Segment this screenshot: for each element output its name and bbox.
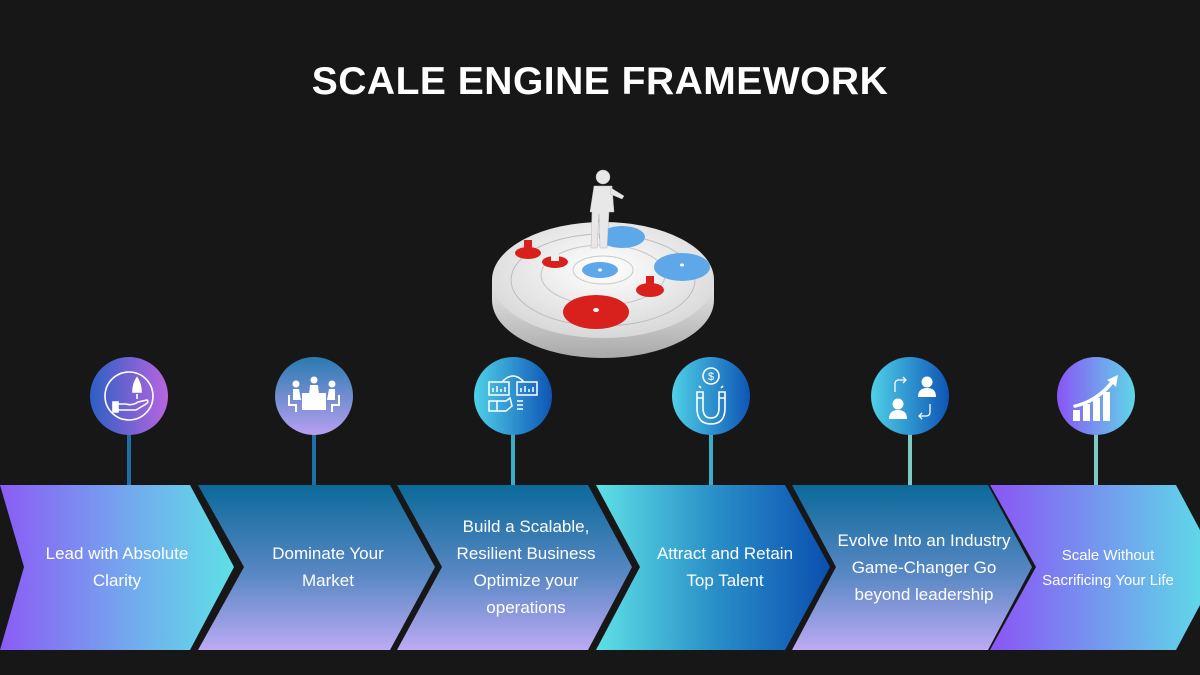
step-2-badge (275, 357, 353, 435)
step-2-label: Dominate Your Market (272, 544, 384, 590)
chevron-step-6 (990, 485, 1200, 650)
connector-1 (127, 432, 131, 485)
step-5-label: Evolve Into an Industry Game-Changer Go … (837, 531, 1011, 604)
connector-3 (511, 432, 515, 485)
chevron-step-2 (198, 485, 435, 650)
connector-4 (709, 432, 713, 485)
hand-rocket-icon (104, 371, 154, 421)
user-exchange-icon (889, 376, 936, 420)
page-title: SCALE ENGINE FRAMEWORK (311, 60, 889, 103)
step-1-badge (90, 357, 168, 435)
chevron-step-3 (397, 485, 632, 650)
growth-chart-icon (1073, 375, 1118, 421)
analytics-presentation-icon (488, 375, 538, 412)
step-5-badge (871, 357, 949, 435)
step-3-badge (474, 357, 552, 435)
chevron-step-1 (0, 485, 234, 650)
svg-text:$: $ (708, 371, 714, 383)
connector-5 (908, 432, 912, 485)
step-1-label: Lead with Absolute Clarity (45, 544, 189, 590)
step-6-badge (1057, 357, 1135, 435)
chevron-row (0, 485, 1200, 650)
step-6-label: Scale Without Sacrificing Your Life (1042, 547, 1174, 589)
step-3-label: Build a Scalable, Resilient Business Opt… (456, 517, 596, 617)
connector-2 (312, 432, 316, 485)
step-4-badge: $ (672, 357, 750, 435)
person-on-gear-platform-illustration (492, 169, 714, 358)
chevron-step-5 (792, 485, 1032, 650)
magnet-dollar-icon: $ (696, 367, 726, 425)
step-4-label: Attract and Retain Top Talent (656, 544, 794, 590)
connector-6 (1094, 432, 1098, 485)
chevron-step-4 (596, 485, 830, 650)
meeting-table-icon (288, 376, 340, 412)
